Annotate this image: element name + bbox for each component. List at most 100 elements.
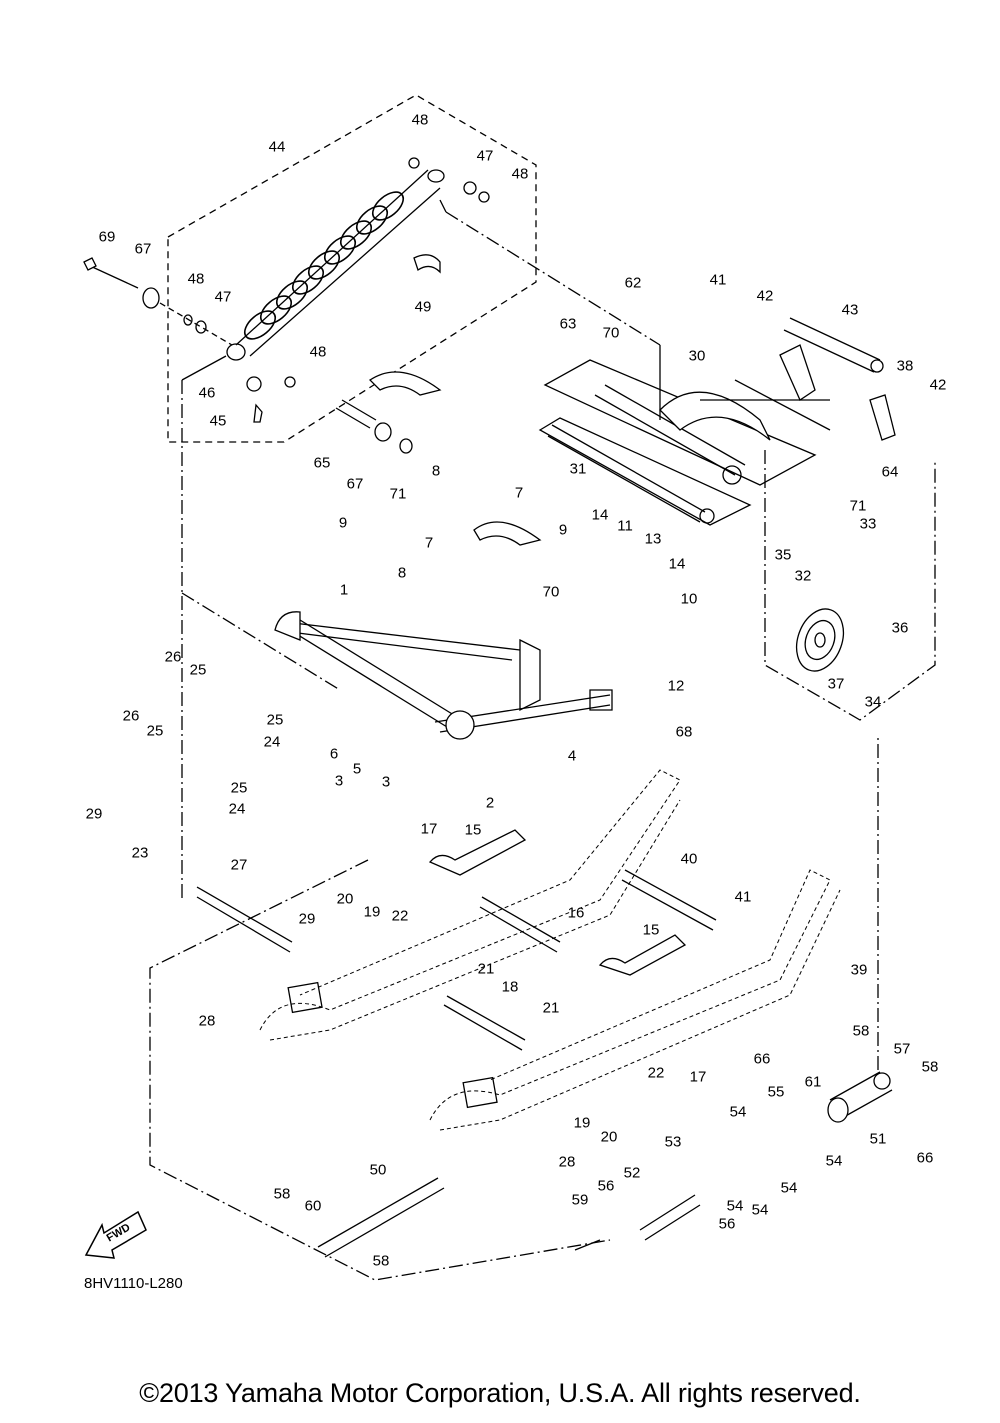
callout-label: 20	[336, 890, 354, 908]
callout-label: 3	[381, 773, 391, 791]
callout-label: 54	[780, 1179, 798, 1197]
callout-label: 62	[624, 274, 642, 292]
callout-label: 22	[647, 1064, 665, 1082]
callout-label: 61	[804, 1073, 822, 1091]
callout-label: 67	[134, 240, 152, 258]
slide-rails	[260, 770, 840, 1130]
callout-label: 51	[869, 1130, 887, 1148]
front-arm-frame	[275, 612, 612, 739]
callout-label: 52	[623, 1164, 641, 1182]
callout-label: 15	[642, 921, 660, 939]
shaft-31	[540, 418, 750, 525]
callout-label: 8	[397, 564, 407, 582]
callout-label: 60	[304, 1197, 322, 1215]
callout-label: 48	[187, 270, 205, 288]
callout-label: 31	[569, 460, 587, 478]
callout-label: 40	[680, 850, 698, 868]
callout-label: 54	[751, 1201, 769, 1219]
callout-label: 58	[921, 1058, 939, 1076]
callout-label: 69	[98, 228, 116, 246]
callout-label: 16	[567, 904, 585, 922]
fwd-arrow-icon	[86, 1212, 146, 1258]
callout-label: 71	[849, 497, 867, 515]
rear-arm-30	[545, 360, 830, 485]
callout-label: 67	[346, 475, 364, 493]
callout-label: 12	[667, 677, 685, 695]
callout-label: 25	[189, 661, 207, 679]
callout-label: 57	[893, 1040, 911, 1058]
shock-absorber	[227, 170, 444, 360]
bolt-69	[84, 258, 232, 345]
drawing-code: 8HV1110-L280	[84, 1275, 183, 1292]
callout-label: 44	[268, 138, 286, 156]
callout-label: 70	[542, 583, 560, 601]
callout-label: 25	[146, 722, 164, 740]
callout-label: 32	[794, 567, 812, 585]
callout-label: 28	[198, 1012, 216, 1030]
callout-label: 19	[573, 1114, 591, 1132]
callout-label: 24	[263, 733, 281, 751]
callout-label: 18	[501, 978, 519, 996]
callout-label: 21	[477, 960, 495, 978]
callout-label: 65	[313, 454, 331, 472]
rear-shock-51	[640, 735, 892, 1240]
callout-label: 35	[774, 546, 792, 564]
callout-label: 30	[688, 347, 706, 365]
callout-label: 48	[411, 111, 429, 129]
callout-label: 47	[476, 147, 494, 165]
callout-label: 17	[689, 1068, 707, 1086]
callout-label: 53	[664, 1133, 682, 1151]
callout-label: 28	[558, 1153, 576, 1171]
callout-label: 59	[571, 1191, 589, 1209]
callout-label: 37	[827, 675, 845, 693]
callout-label: 33	[859, 515, 877, 533]
callout-label: 20	[600, 1128, 618, 1146]
callout-label: 66	[916, 1149, 934, 1167]
callout-label: 43	[841, 301, 859, 319]
callout-label: 10	[680, 590, 698, 608]
callout-label: 25	[266, 711, 284, 729]
callout-label: 56	[718, 1215, 736, 1233]
callout-label: 42	[756, 287, 774, 305]
callout-label: 15	[464, 821, 482, 839]
callout-label: 21	[542, 999, 560, 1017]
callout-label: 46	[198, 384, 216, 402]
shock-group-boundary	[168, 95, 536, 442]
callout-label: 68	[675, 723, 693, 741]
callout-label: 2	[485, 794, 495, 812]
callout-label: 34	[864, 693, 882, 711]
callout-label: 8	[431, 462, 441, 480]
callout-label: 13	[644, 530, 662, 548]
callout-label: 45	[209, 412, 227, 430]
callout-label: 66	[753, 1050, 771, 1068]
callout-label: 26	[122, 707, 140, 725]
callout-label: 14	[591, 506, 609, 524]
callout-label: 63	[559, 315, 577, 333]
callout-label: 38	[896, 357, 914, 375]
callout-label: 19	[363, 903, 381, 921]
callout-label: 36	[891, 619, 909, 637]
callout-label: 48	[309, 343, 327, 361]
callout-label: 3	[334, 772, 344, 790]
callout-label: 55	[767, 1083, 785, 1101]
callout-label: 14	[668, 555, 686, 573]
callout-label: 48	[511, 165, 529, 183]
callout-label: 25	[230, 779, 248, 797]
callout-label: 54	[825, 1152, 843, 1170]
callout-label: 26	[164, 648, 182, 666]
callout-label: 58	[273, 1185, 291, 1203]
callout-label: 29	[85, 805, 103, 823]
callout-label: 17	[420, 820, 438, 838]
callout-label: 1	[339, 581, 349, 599]
callout-label: 29	[298, 910, 316, 928]
callout-label: 54	[726, 1197, 744, 1215]
callout-label: 9	[558, 521, 568, 539]
copyright-notice: ©2013 Yamaha Motor Corporation, U.S.A. A…	[139, 1378, 861, 1408]
callout-label: 24	[228, 800, 246, 818]
callout-label: 4	[567, 747, 577, 765]
callout-label: 41	[734, 888, 752, 906]
diagram-linework	[0, 0, 1000, 1340]
callout-label: 42	[929, 376, 947, 394]
callout-label: 23	[131, 844, 149, 862]
callout-label: 71	[389, 485, 407, 503]
